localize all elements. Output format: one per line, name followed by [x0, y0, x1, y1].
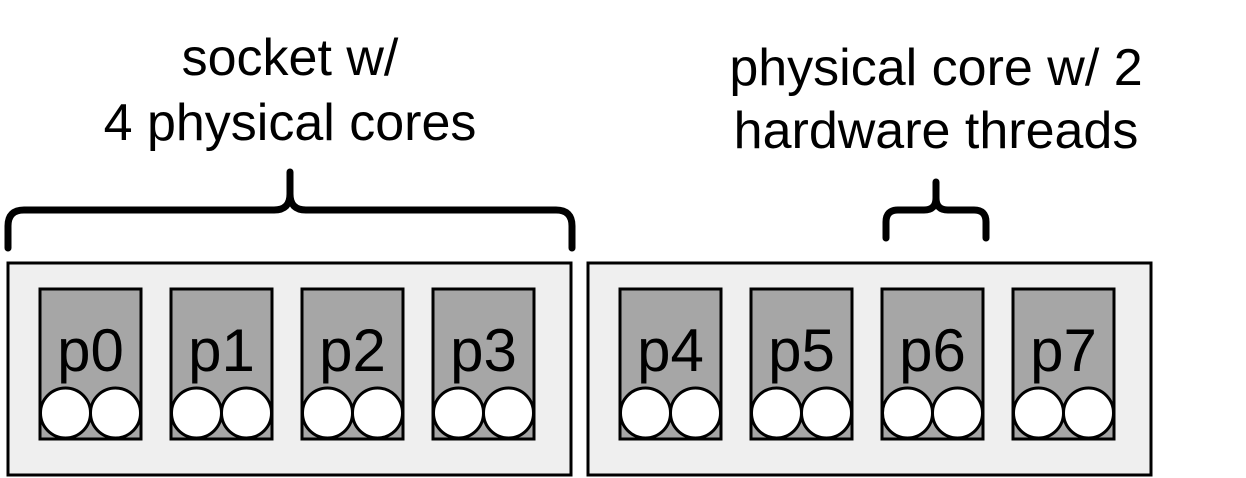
- hw-thread-p7-0: [1012, 386, 1065, 440]
- core-label-p6: p6: [899, 317, 966, 384]
- hw-thread-p5-0: [750, 386, 803, 440]
- socket-label-line1: socket w/: [182, 29, 399, 87]
- core-label-line2: hardware threads: [734, 102, 1139, 160]
- core-brace: [882, 178, 990, 242]
- socket-label-line2: 4 physical cores: [104, 94, 477, 152]
- core-label-p3: p3: [450, 317, 517, 384]
- core-label-p4: p4: [637, 317, 704, 384]
- core-label-p5: p5: [768, 317, 835, 384]
- core-label-line1: physical core w/ 2: [729, 39, 1142, 97]
- core-label-p2: p2: [319, 317, 386, 384]
- hw-thread-p1-1: [220, 386, 273, 440]
- core-label-p7: p7: [1030, 317, 1097, 384]
- hw-thread-p7-1: [1062, 386, 1115, 440]
- socket-brace: [4, 168, 576, 252]
- hw-thread-p0-1: [89, 386, 142, 440]
- hw-thread-p5-1: [800, 386, 853, 440]
- hw-thread-p2-0: [301, 386, 354, 440]
- hw-thread-p3-1: [482, 386, 535, 440]
- core-label-p1: p1: [188, 317, 255, 384]
- hw-thread-p0-0: [39, 386, 92, 440]
- hw-thread-p3-0: [432, 386, 485, 440]
- hw-thread-p6-0: [881, 386, 934, 440]
- hw-thread-p4-0: [619, 386, 672, 440]
- sockets-layer: p0 p1 p2 p3 p4 p5 p6 p7: [6, 261, 1153, 477]
- hw-thread-p1-0: [170, 386, 223, 440]
- core-label-p0: p0: [57, 317, 124, 384]
- hw-thread-p2-1: [351, 386, 404, 440]
- hw-thread-p4-1: [669, 386, 722, 440]
- hw-thread-p6-1: [931, 386, 984, 440]
